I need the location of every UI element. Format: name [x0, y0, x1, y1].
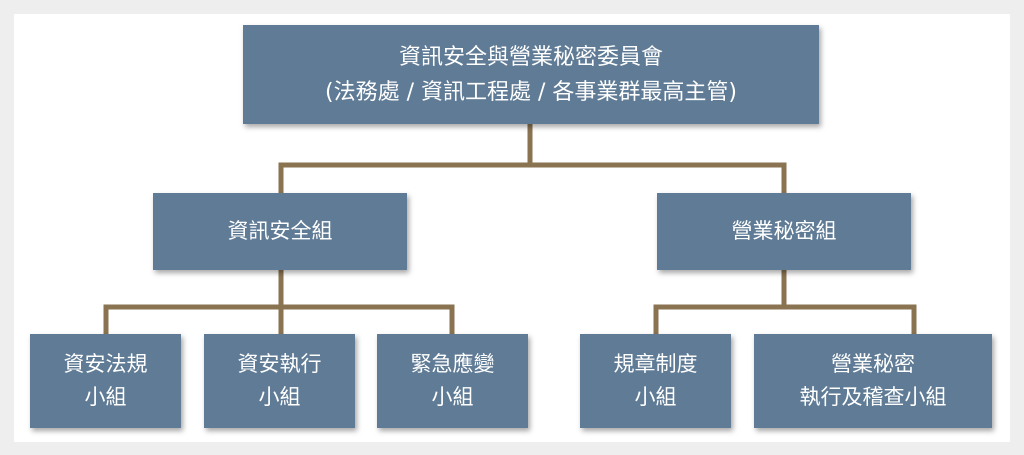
- unit-box-infosec-regulation: 資安法規 小組: [30, 334, 181, 428]
- infosec-group-box: 資訊安全組: [153, 193, 407, 270]
- unit-label-line2: 小組: [431, 385, 474, 409]
- committee-members: (法務處 / 資訊工程處 / 各事業群最高主管): [325, 79, 737, 105]
- unit-label-line1: 資安執行: [237, 352, 322, 376]
- tradesecret-group-box: 營業秘密組: [657, 193, 911, 270]
- unit-label-line1: 資安法規: [63, 352, 148, 376]
- unit-box-infosec-execution: 資安執行 小組: [204, 334, 355, 428]
- infosec-group-label: 資訊安全組: [227, 219, 333, 243]
- committee-title: 資訊安全與營業秘密委員會: [398, 44, 663, 70]
- unit-box-emergency-response: 緊急應變 小組: [377, 334, 528, 428]
- unit-label-line2: 小組: [84, 385, 127, 409]
- unit-label-line2: 小組: [258, 385, 301, 409]
- unit-label-line2: 小組: [634, 385, 677, 409]
- unit-box-tradesecret-audit: 營業秘密 執行及稽查小組: [754, 334, 992, 428]
- unit-label-line2: 執行及稽查小組: [799, 385, 947, 409]
- tradesecret-group-label: 營業秘密組: [731, 219, 837, 243]
- unit-box-policy-rules: 規章制度 小組: [580, 334, 731, 428]
- unit-label-line1: 營業秘密: [831, 352, 915, 376]
- unit-label-line1: 緊急應變: [410, 352, 495, 376]
- unit-label-line1: 規章制度: [613, 352, 698, 376]
- committee-box: 資訊安全與營業秘密委員會 (法務處 / 資訊工程處 / 各事業群最高主管): [243, 25, 819, 124]
